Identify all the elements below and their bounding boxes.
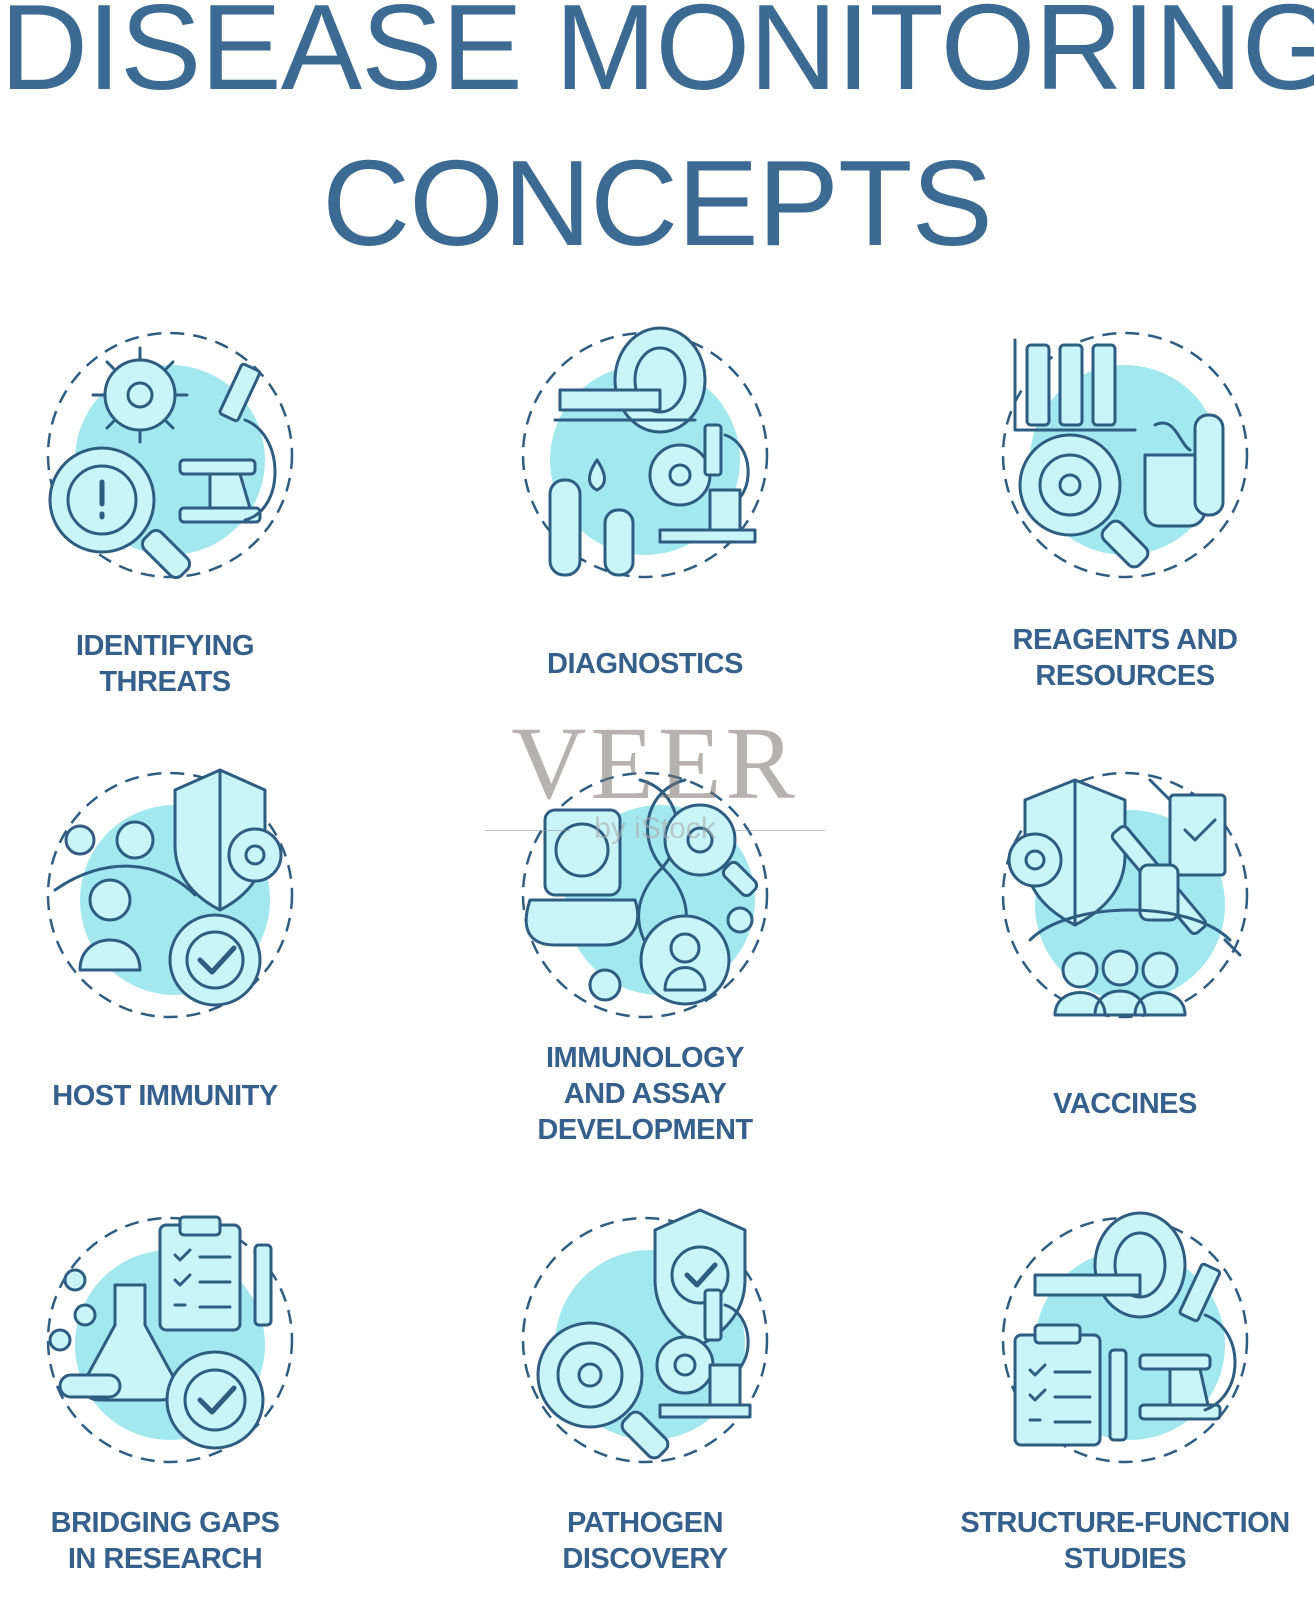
mri-clipboard-microscope-icon bbox=[1001, 1211, 1249, 1464]
concept-label: VACCINES bbox=[1053, 1088, 1197, 1120]
mri-lab-diagnostics-icon bbox=[521, 326, 769, 579]
shield-person-gear-icon bbox=[46, 768, 294, 1019]
concept-label: HOST IMMUNITY bbox=[52, 1080, 278, 1112]
concept-label: REAGENTS AND RESOURCES bbox=[1012, 624, 1238, 692]
concept-label: DIAGNOSTICS bbox=[547, 648, 743, 680]
dna-centrifuge-person-icon bbox=[521, 771, 769, 1019]
virus-magnifier-microscope-icon bbox=[46, 331, 294, 580]
page-title-line-2: CONCEPTS bbox=[322, 135, 993, 271]
watermark-rule-right bbox=[735, 830, 825, 831]
shield-syringe-people-icon bbox=[1001, 771, 1249, 1019]
concept-label: BRIDGING GAPS IN RESEARCH bbox=[50, 1507, 280, 1575]
page-title-line-1: DISEASE MONITORING bbox=[0, 0, 1314, 115]
concept-label: PATHOGEN DISCOVERY bbox=[562, 1507, 728, 1575]
watermark-brand: VEER bbox=[511, 706, 799, 821]
test-tubes-beaker-icon bbox=[1001, 331, 1249, 579]
clipboard-flask-gear-icon bbox=[46, 1215, 294, 1464]
shield-virus-microscope-icon bbox=[521, 1208, 769, 1464]
concept-label: IDENTIFYING THREATS bbox=[75, 630, 255, 698]
watermark-sub: by iStock bbox=[594, 812, 716, 845]
concept-label: IMMUNOLOGY AND ASSAY DEVELOPMENT bbox=[537, 1042, 753, 1146]
watermark-rule-left bbox=[485, 830, 570, 831]
concept-label: STRUCTURE-FUNCTION STUDIES bbox=[960, 1507, 1290, 1575]
